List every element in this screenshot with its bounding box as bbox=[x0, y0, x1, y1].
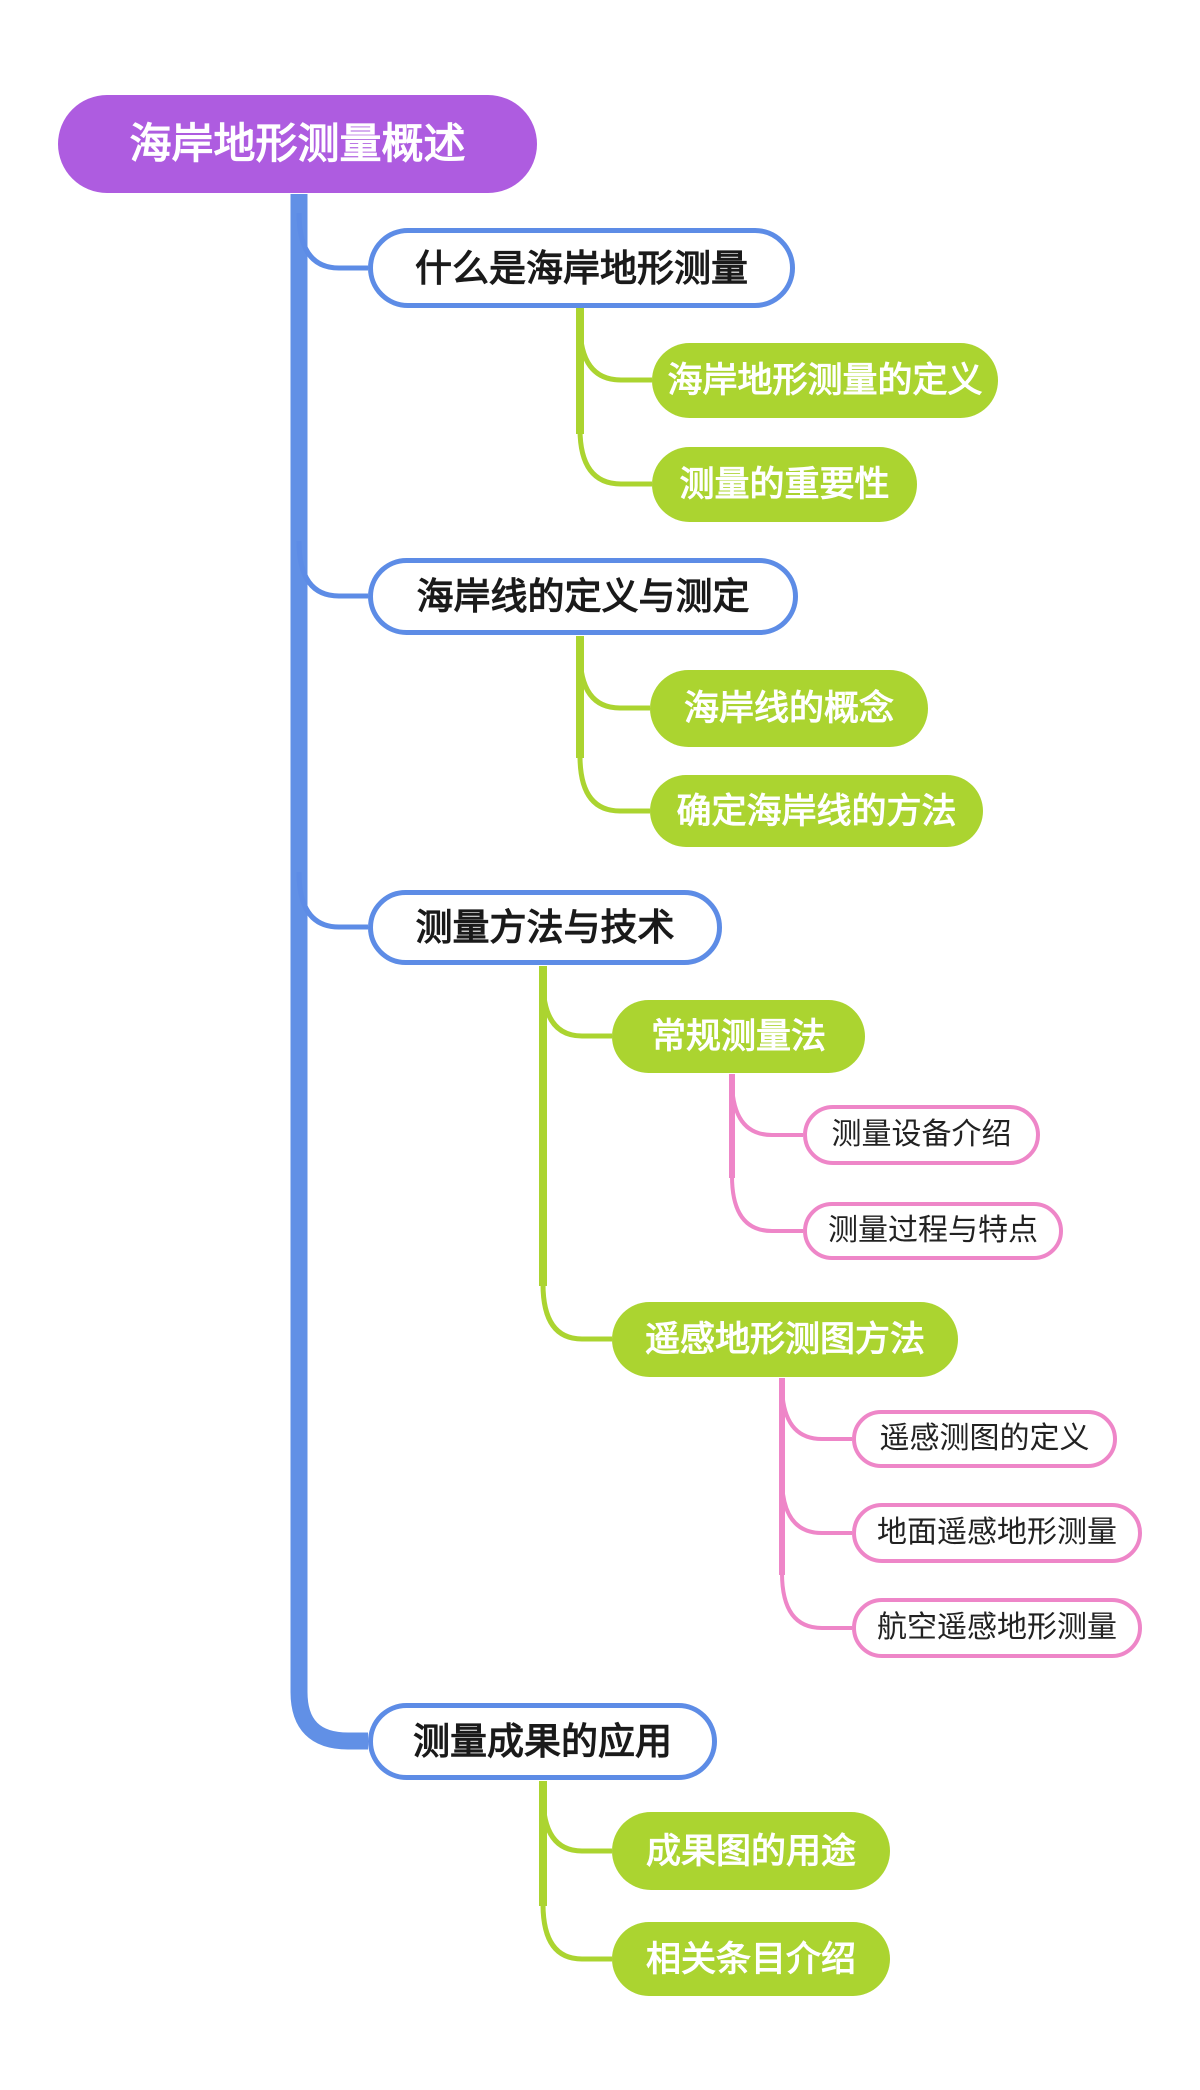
connector-conventional-child1 bbox=[730, 1079, 803, 1137]
connector-branch1-child2 bbox=[577, 428, 652, 487]
node-result-map-uses[interactable]: 成果图的用途 bbox=[612, 1812, 890, 1890]
connector-remote-child1 bbox=[780, 1383, 852, 1441]
node-root[interactable]: 海岸地形测量概述 bbox=[58, 95, 537, 193]
node-related-entries[interactable]: 相关条目介绍 bbox=[612, 1922, 890, 1996]
node-branch-methods[interactable]: 测量方法与技术 bbox=[368, 890, 722, 965]
node-aerial-remote-sensing[interactable]: 航空遥感地形测量 bbox=[852, 1598, 1142, 1658]
node-survey-importance[interactable]: 测量的重要性 bbox=[652, 447, 917, 522]
connector-remote-child2 bbox=[780, 1477, 852, 1535]
node-label: 相关条目介绍 bbox=[645, 1939, 856, 1979]
node-conventional-method[interactable]: 常规测量法 bbox=[612, 1000, 865, 1073]
node-label: 测量设备介绍 bbox=[831, 1118, 1012, 1151]
connector-trunk bbox=[290, 194, 368, 1750]
node-label: 海岸线的概念 bbox=[683, 689, 894, 728]
connector-branch1-child1 bbox=[577, 324, 652, 383]
node-remote-mapping-definition[interactable]: 遥感测图的定义 bbox=[852, 1410, 1117, 1468]
connector-branch-1 bbox=[296, 212, 368, 271]
node-label: 确定海岸线的方法 bbox=[676, 791, 957, 831]
node-label: 遥感测图的定义 bbox=[879, 1422, 1090, 1455]
node-label: 地面遥感地形测量 bbox=[877, 1516, 1117, 1549]
node-label: 遥感地形测图方法 bbox=[644, 1320, 925, 1359]
connector-branch4-child2 bbox=[540, 1903, 612, 1962]
node-label: 航空遥感地形测量 bbox=[877, 1611, 1117, 1644]
node-ground-remote-sensing[interactable]: 地面遥感地形测量 bbox=[852, 1503, 1142, 1563]
node-label: 测量成果的应用 bbox=[413, 1721, 672, 1762]
node-label: 测量过程与特点 bbox=[828, 1214, 1038, 1247]
node-label: 海岸地形测量的定义 bbox=[667, 361, 983, 400]
node-equipment-intro[interactable]: 测量设备介绍 bbox=[803, 1105, 1040, 1165]
connector-branch2-child1 bbox=[577, 652, 650, 711]
node-label: 常规测量法 bbox=[650, 1017, 826, 1056]
node-coastline-method[interactable]: 确定海岸线的方法 bbox=[650, 775, 983, 847]
node-branch-what-is[interactable]: 什么是海岸地形测量 bbox=[368, 228, 795, 308]
connector-branch2-child2 bbox=[577, 755, 650, 814]
node-label: 成果图的用途 bbox=[645, 1831, 856, 1871]
node-root-label: 海岸地形测量概述 bbox=[129, 120, 466, 167]
connector-branch-3 bbox=[296, 871, 368, 930]
connector-remote-child3 bbox=[780, 1572, 852, 1630]
node-survey-definition[interactable]: 海岸地形测量的定义 bbox=[652, 343, 998, 418]
node-branch-applications[interactable]: 测量成果的应用 bbox=[368, 1703, 717, 1780]
connector-branch-2 bbox=[296, 540, 368, 599]
node-label: 测量的重要性 bbox=[679, 465, 890, 504]
node-label: 什么是海岸地形测量 bbox=[415, 247, 748, 289]
node-coastline-concept[interactable]: 海岸线的概念 bbox=[650, 670, 928, 747]
node-remote-sensing-method[interactable]: 遥感地形测图方法 bbox=[612, 1302, 958, 1377]
node-label: 测量方法与技术 bbox=[415, 907, 675, 948]
node-process-features[interactable]: 测量过程与特点 bbox=[803, 1202, 1063, 1260]
connector-branch3-child1 bbox=[540, 980, 612, 1039]
connector-branch3-child2 bbox=[540, 1283, 612, 1342]
node-branch-coastline-definition[interactable]: 海岸线的定义与测定 bbox=[368, 558, 798, 635]
connector-conventional-child2 bbox=[730, 1175, 803, 1233]
node-label: 海岸线的定义与测定 bbox=[416, 576, 750, 617]
connector-branch4-child1 bbox=[540, 1795, 612, 1854]
